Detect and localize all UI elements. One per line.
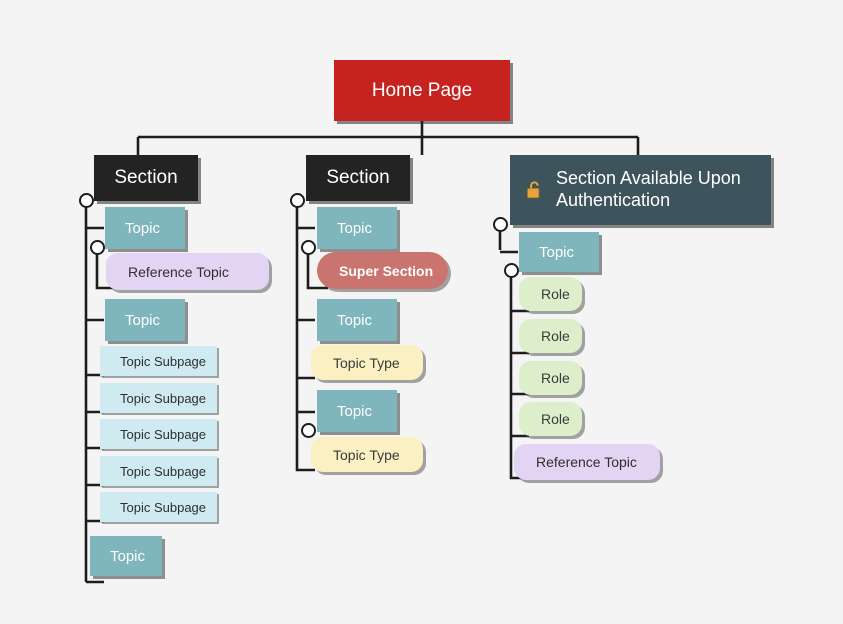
node-label: Topic [125, 311, 161, 329]
connector-knob [90, 240, 105, 255]
node-topic[interactable]: Topic [90, 536, 162, 576]
node-label: Topic Type [333, 354, 400, 371]
node-topic[interactable]: Topic [317, 299, 397, 341]
node-label: Topic Subpage [120, 463, 207, 479]
node-topic[interactable]: Topic [105, 207, 185, 249]
node-label: Topic Subpage [120, 390, 207, 406]
connector-knob [493, 217, 508, 232]
node-label: Reference Topic [128, 263, 229, 280]
node-label: Topic Type [333, 446, 400, 463]
node-home-page[interactable]: Home Page [334, 60, 510, 121]
node-reference-topic[interactable]: Reference Topic [514, 444, 660, 480]
node-label: Topic [337, 402, 373, 420]
node-topic[interactable]: Topic [317, 207, 397, 249]
connector-knob [290, 193, 305, 208]
node-role[interactable]: Role [519, 319, 582, 353]
node-label: Topic [125, 219, 161, 237]
node-section-1[interactable]: Section [94, 155, 198, 201]
node-reference-topic[interactable]: Reference Topic [106, 253, 269, 290]
node-label: Super Section [339, 262, 434, 279]
node-topic-type[interactable]: Topic Type [311, 345, 423, 380]
node-label: Role [541, 411, 570, 427]
node-label: Role [541, 328, 570, 344]
node-topic-subpage[interactable]: Topic Subpage [100, 346, 217, 376]
node-label: Topic [337, 311, 373, 329]
node-section-auth[interactable]: Section Available Upon Authentication [510, 155, 771, 225]
node-label: Topic [337, 219, 373, 237]
node-topic-type[interactable]: Topic Type [311, 437, 423, 472]
node-label: Section Available Upon Authentication [556, 168, 741, 210]
node-label: Reference Topic [536, 454, 637, 470]
connector-knob [504, 263, 519, 278]
node-label: Home Page [371, 79, 473, 101]
node-topic[interactable]: Topic [105, 299, 185, 341]
unlocked-padlock-icon [526, 181, 543, 200]
node-label: Section [326, 167, 390, 188]
node-topic-subpage[interactable]: Topic Subpage [100, 419, 217, 449]
connector-knob [301, 240, 316, 255]
node-label: Role [541, 370, 570, 386]
node-super-section[interactable]: Super Section [317, 252, 448, 289]
node-section-2[interactable]: Section [306, 155, 410, 201]
node-role[interactable]: Role [519, 361, 582, 395]
node-topic[interactable]: Topic [317, 390, 397, 432]
node-label: Role [541, 286, 570, 302]
node-topic[interactable]: Topic [519, 232, 599, 272]
node-label: Section [114, 167, 178, 188]
node-topic-subpage[interactable]: Topic Subpage [100, 456, 217, 486]
connector-knob [301, 423, 316, 438]
connector-knob [79, 193, 94, 208]
node-label: Topic Subpage [120, 353, 207, 369]
node-role[interactable]: Role [519, 402, 582, 436]
node-role[interactable]: Role [519, 277, 582, 311]
node-label: Topic Subpage [120, 499, 207, 515]
node-topic-subpage[interactable]: Topic Subpage [100, 383, 217, 413]
node-label: Topic [110, 547, 146, 565]
node-label: Topic [539, 243, 575, 261]
node-label: Topic Subpage [120, 426, 207, 442]
node-topic-subpage[interactable]: Topic Subpage [100, 492, 217, 522]
